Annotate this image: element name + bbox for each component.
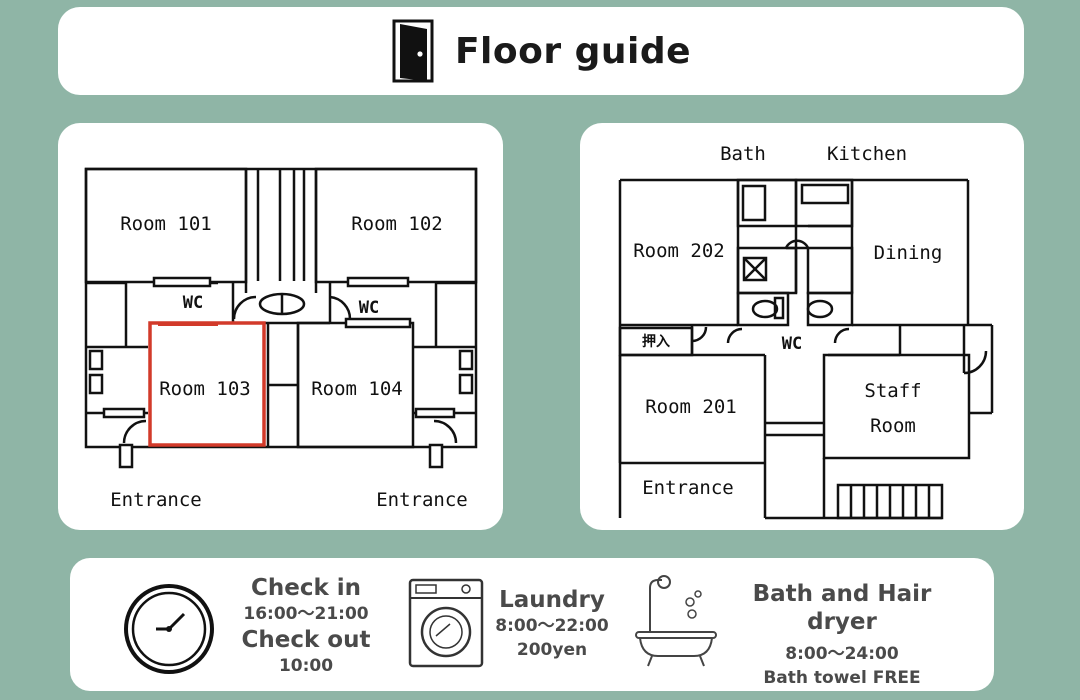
room-103-highlight [148,321,266,447]
laundry-time: 8:00～22:00 [495,616,609,636]
staff-room-label-line1: Staff [864,380,921,402]
info-card: Check in 16:00～21:00 Check out 10:00 Lau… [70,558,994,691]
floor-plan-1f: Room 101 Room 102 Room 103 Room 104 WC W… [58,123,503,530]
laundry-label: Laundry [499,587,605,613]
bathtub-icon [635,575,717,667]
page-title: Floor guide [454,30,692,72]
checkout-time: 10:00 [278,656,334,676]
room-103-label: Room 103 [159,378,251,400]
floor-plan-2f-drawing: Bath Kitchen Room 202 Dining WC 押入 Room … [618,143,994,520]
room-102-label: Room 102 [351,213,443,235]
bath-hair-label: Bath and Hair dryer [752,581,932,635]
title-card: Floor guide [58,7,1024,95]
clock-icon [124,584,214,674]
door-icon [392,19,434,83]
room-101-label: Room 101 [120,213,212,235]
wc-left-label: WC [183,293,203,313]
room-104-label: Room 104 [311,378,403,400]
room-202-label: Room 202 [633,240,725,262]
bath-label: Bath [720,143,766,165]
entrance-left-label: Entrance [110,489,202,511]
checkin-time: 16:00～21:00 [243,604,369,624]
staff-room-label-line2: Room [870,415,916,437]
wc-right-label: WC [359,298,379,318]
washing-machine-icon [408,578,484,668]
entrance-right-label: Entrance [376,489,468,511]
room-201-label: Room 201 [645,396,737,418]
floor-plan-2f: Bath Kitchen Room 202 Dining WC 押入 Room … [580,123,1024,530]
dining-label: Dining [874,242,943,264]
bath-towel-note: Bath towel FREE [763,668,921,688]
checkin-label: Check in [250,575,362,601]
kitchen-label: Kitchen [827,143,907,165]
floor-plan-1f-drawing: Room 101 Room 102 Room 103 Room 104 WC W… [84,167,478,511]
bath-time: 8:00～24:00 [785,644,899,664]
laundry-price: 200yen [516,640,588,660]
closet-label: 押入 [642,333,670,350]
checkout-label: Check out [241,627,371,653]
wc-label: WC [782,334,802,354]
entrance-2f-label: Entrance [642,477,734,499]
